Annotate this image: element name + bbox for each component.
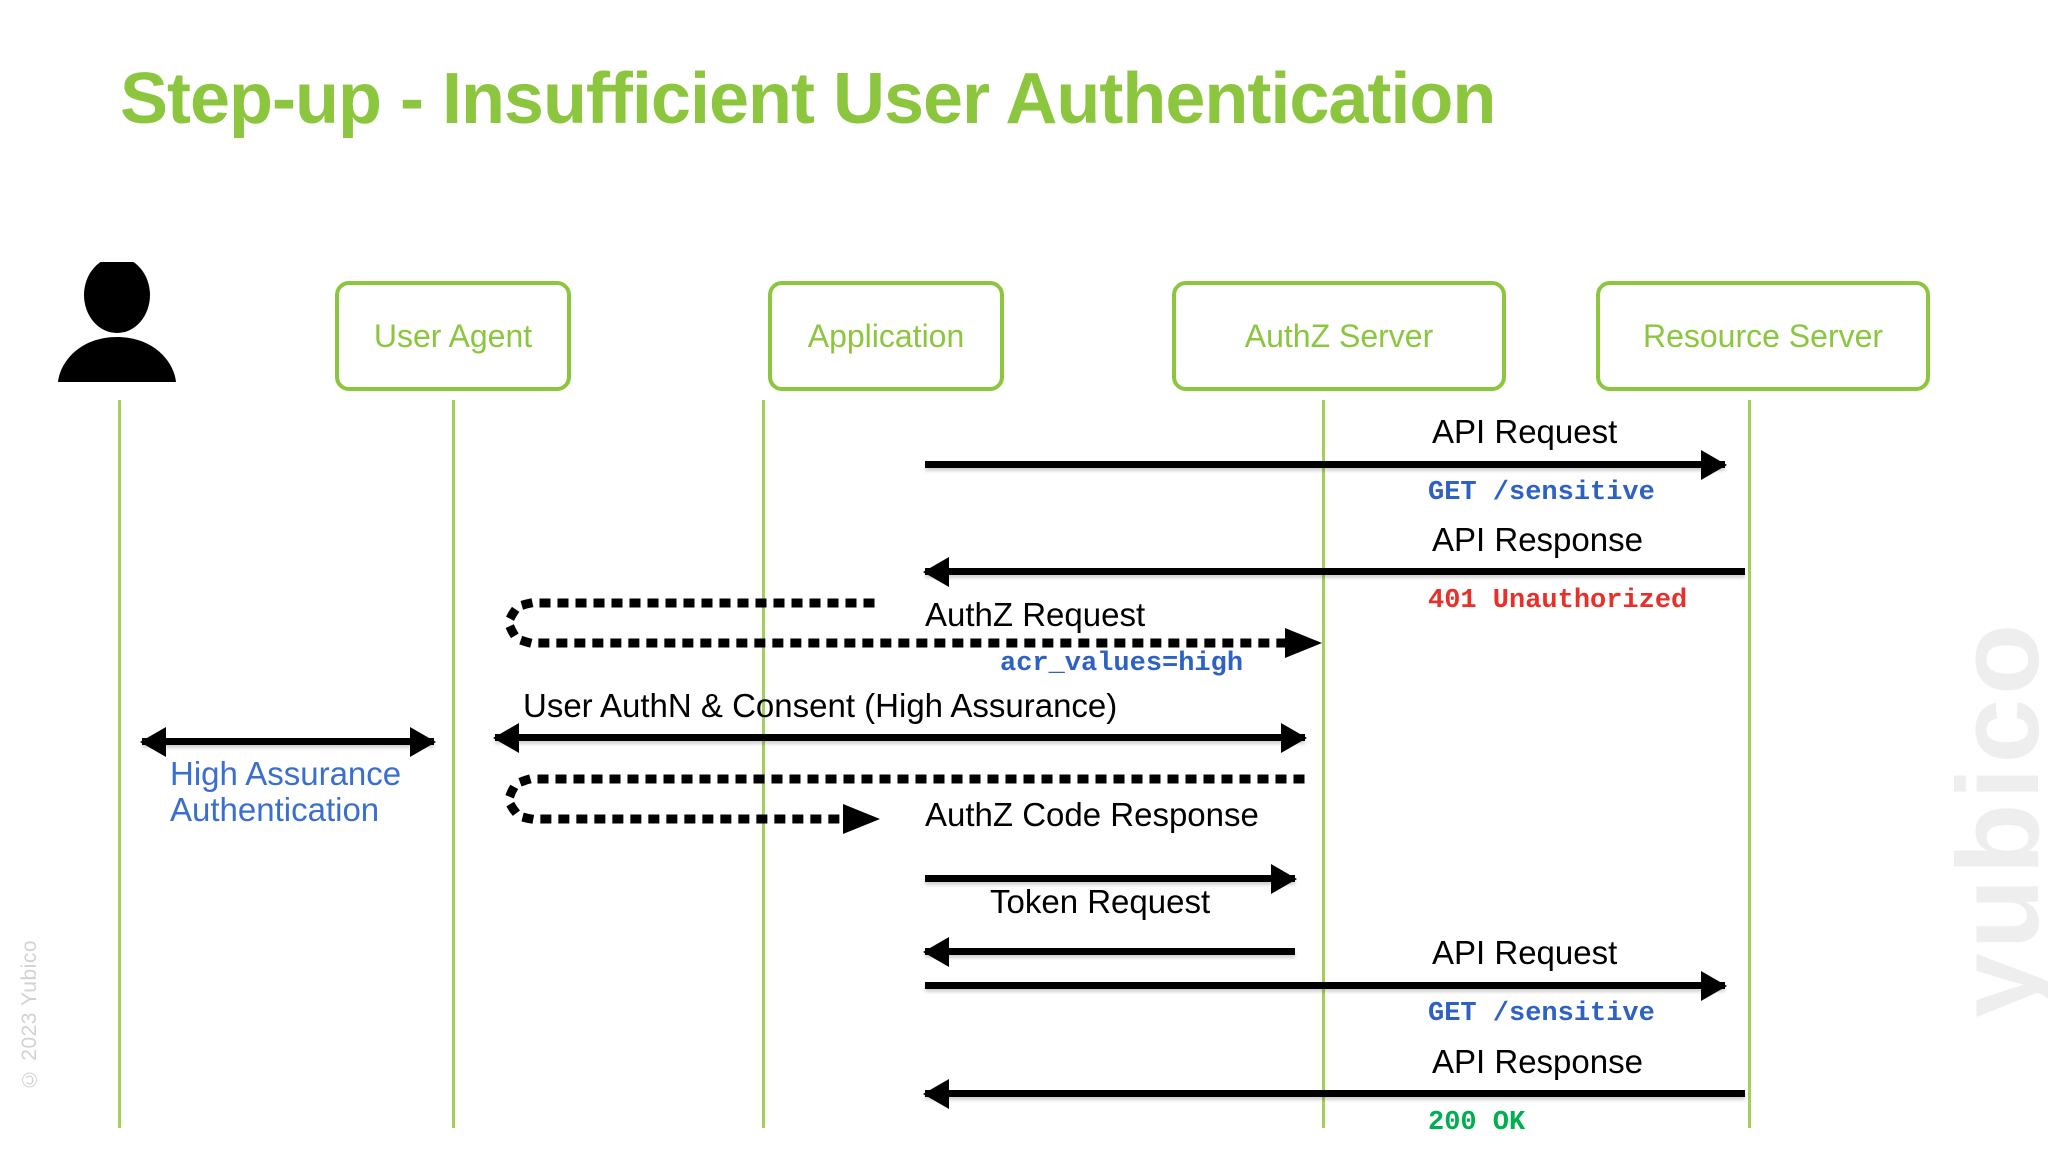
detail-get-sensitive-2: GET /sensitive xyxy=(1428,999,1655,1029)
copyright-notice: © 2023 Yubico xyxy=(18,940,41,1091)
label-user-authn-consent: User AuthN & Consent (High Assurance) xyxy=(523,687,1118,724)
label-token-request: Token Request xyxy=(990,883,1211,920)
page-title: Step-up - Insufficient User Authenticati… xyxy=(120,59,1496,139)
label-authz-code-response: AuthZ Code Response xyxy=(925,796,1259,833)
lifeline-app xyxy=(762,400,765,1128)
lifeline-ua xyxy=(452,400,455,1128)
person-icon xyxy=(58,262,176,382)
label-api-request-1: API Request xyxy=(1432,413,1618,450)
actor-label: User Agent xyxy=(373,317,533,354)
arrow-shaft xyxy=(925,982,1725,989)
arrow-shaft xyxy=(925,461,1725,468)
label-high-assurance-auth: High Assurance Authentication xyxy=(170,755,402,829)
arrow-authz-request-redirect xyxy=(500,596,1322,658)
lifeline-resource xyxy=(1748,400,1751,1128)
detail-401-unauthorized: 401 Unauthorized xyxy=(1428,586,1688,616)
label-api-response-1: API Response xyxy=(1432,521,1643,558)
actor-label: Resource Server xyxy=(1642,317,1884,354)
arrow-shaft xyxy=(925,568,1745,575)
detail-200-ok: 200 OK xyxy=(1428,1108,1526,1138)
arrow-shaft xyxy=(142,738,434,745)
lifeline-user xyxy=(118,400,121,1128)
arrowhead-left xyxy=(493,723,519,753)
actor-user-agent[interactable]: User Agent xyxy=(335,281,571,391)
yubico-watermark: yubico xyxy=(1933,620,2048,1018)
arrowhead-right xyxy=(1701,971,1727,1001)
actor-label: AuthZ Server xyxy=(1244,317,1434,354)
arrowhead-right xyxy=(1701,450,1727,480)
label-api-request-2: API Request xyxy=(1432,934,1618,971)
label-api-response-2: API Response xyxy=(1432,1043,1643,1080)
lifeline-authz xyxy=(1322,400,1325,1128)
arrow-shaft xyxy=(925,875,1295,882)
arrow-shaft xyxy=(925,948,1295,955)
arrowhead-right xyxy=(1281,723,1307,753)
detail-get-sensitive-1: GET /sensitive xyxy=(1428,478,1655,508)
actor-application[interactable]: Application xyxy=(768,281,1004,391)
actor-authz-server[interactable]: AuthZ Server xyxy=(1172,281,1506,391)
arrowhead-right xyxy=(1271,864,1297,894)
arrowhead-left xyxy=(923,1079,949,1109)
arrow-authz-code-response-redirect xyxy=(500,772,1320,834)
arrow-shaft xyxy=(925,1090,1745,1097)
actor-resource-server[interactable]: Resource Server xyxy=(1596,281,1930,391)
arrowhead-right xyxy=(410,727,436,757)
detail-acr-values-high: acr_values=high xyxy=(1000,649,1244,679)
arrowhead-left xyxy=(923,557,949,587)
label-authz-request: AuthZ Request xyxy=(925,596,1146,633)
arrow-shaft xyxy=(495,734,1305,741)
actor-label: Application xyxy=(807,317,965,354)
arrowhead-left xyxy=(140,727,166,757)
arrowhead-left xyxy=(923,937,949,967)
